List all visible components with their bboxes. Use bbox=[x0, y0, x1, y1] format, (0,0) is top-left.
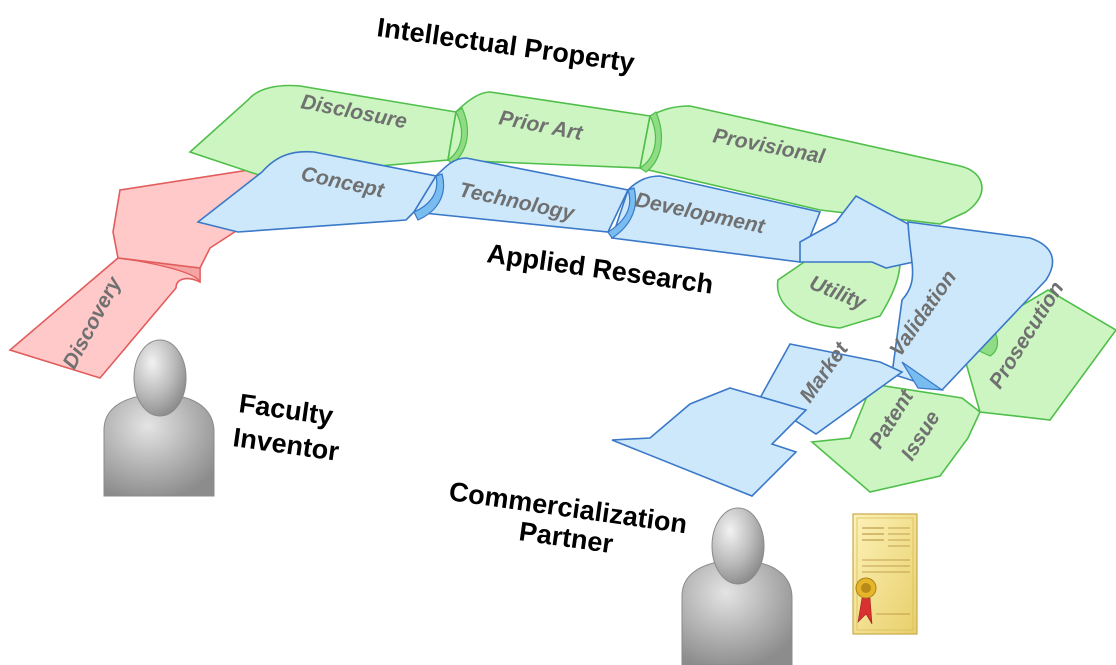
partner-person-icon bbox=[681, 507, 793, 665]
discovery-track: Discovery bbox=[8, 167, 264, 379]
heading-intellectual-property: Intellectual Property bbox=[375, 12, 636, 78]
research-track bbox=[196, 150, 1054, 497]
patent-certificate-icon bbox=[852, 513, 918, 635]
ip-track bbox=[188, 84, 1116, 493]
faculty-person-icon bbox=[103, 339, 215, 497]
